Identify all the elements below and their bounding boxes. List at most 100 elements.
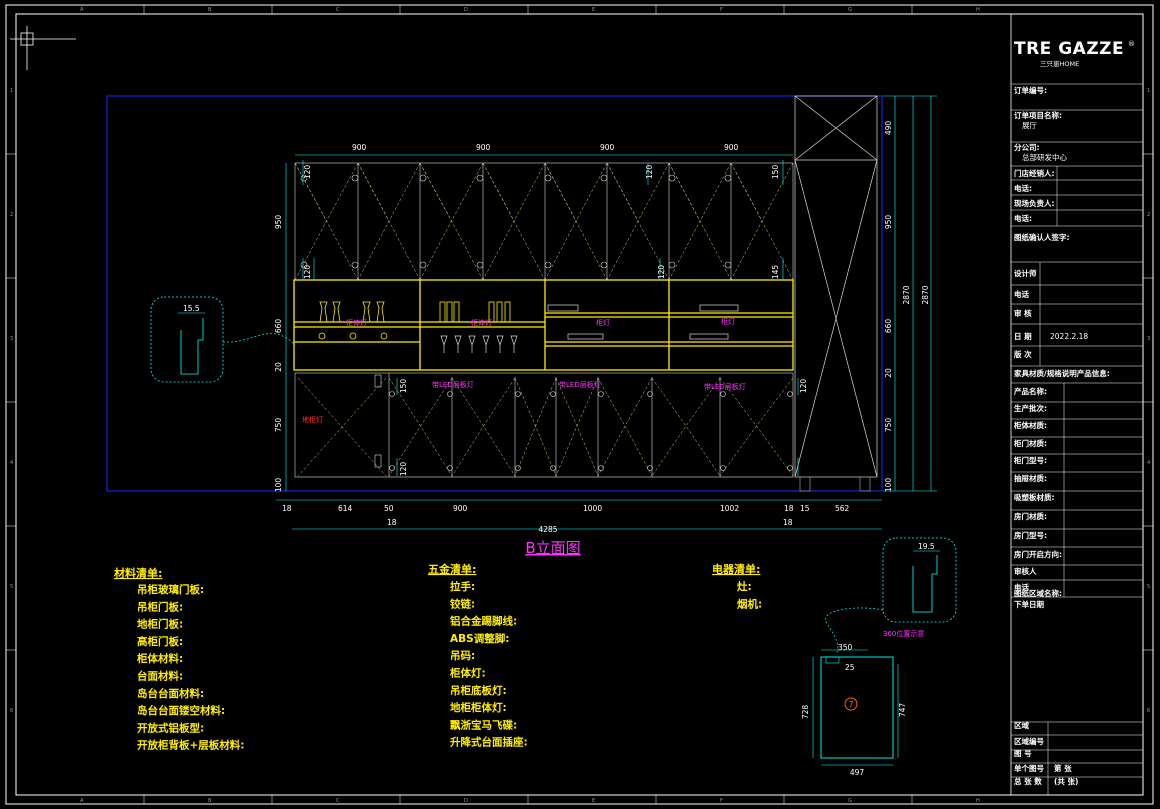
- dims-inner: 120 120 150 145 150 120: [399, 165, 808, 394]
- dim-inner-0: 120: [645, 165, 654, 180]
- title-row-label-17: 柜门材质:: [1013, 438, 1047, 448]
- footer-label-3: 单个图号: [1014, 763, 1044, 773]
- dim-left-3: 660: [274, 319, 283, 334]
- footer-label-1: 区域编号: [1014, 736, 1044, 746]
- frame-row-left-2: 3: [10, 336, 13, 342]
- material-item-9: 开放柜背板+层板材料:: [137, 739, 245, 752]
- dim-bottom-3: 900: [453, 504, 468, 513]
- title-row-label-2: 分公司:: [1014, 142, 1040, 152]
- material-item-8: 开放式铝板型:: [137, 721, 204, 734]
- detail-left: 15.5: [150, 296, 296, 383]
- title-row-label-23: 房门开启方向:: [1014, 549, 1062, 559]
- footer-label-0: 区域: [1014, 720, 1030, 730]
- dim-bottom-7: 15: [800, 504, 810, 513]
- hardware-item-2: 铝合金踢脚线:: [450, 615, 517, 628]
- title-row-value-2: 总部研发中心: [1022, 152, 1067, 162]
- cabinet-light-label-4: 柜灯: [721, 317, 735, 326]
- frame-row-left-4: 5: [10, 584, 13, 590]
- detail-right-dim: 19.5: [918, 542, 935, 551]
- frame-col-top-4: E: [592, 7, 595, 13]
- door-handles: [300, 174, 793, 471]
- title-row-label-13: 家具材质/规格说明产品信息:: [1014, 368, 1110, 378]
- appliance-item-0: 灶:: [737, 580, 752, 593]
- dim-top-1: 900: [476, 143, 491, 152]
- title-row-label-22: 房门型号:: [1014, 530, 1047, 540]
- dim-inner-5: 120: [799, 379, 808, 394]
- cabinet-light-label-2: 柜体灯: [471, 318, 492, 327]
- title-row-label-14: 产品名称:: [1014, 386, 1047, 396]
- footer-value-4: (共 张): [1054, 776, 1078, 786]
- footer-label-2: 图 号: [1014, 749, 1032, 758]
- title-row-label-0: 订单编号:: [1014, 85, 1047, 95]
- led-strip-label-3: 带LED层板灯: [704, 382, 746, 391]
- island-dim-right: 747: [898, 703, 907, 718]
- upper-door-diagonals: [294, 162, 794, 281]
- lower-door-diagonals: [297, 377, 794, 477]
- dim-inner-4: 150: [399, 379, 408, 394]
- ucs-crosshair-icon[interactable]: [10, 26, 76, 70]
- frame-col-top-3: D: [464, 7, 468, 13]
- dim-inner-1: 120: [657, 265, 666, 280]
- dim-bottom-8: 562: [835, 504, 850, 513]
- detail-left-dim: 15.5: [183, 304, 200, 313]
- dim-inner-3: 145: [771, 265, 780, 280]
- frame-row-right-1: 2: [1147, 212, 1150, 218]
- hardware-item-4: 吊码:: [450, 650, 475, 662]
- lower-cabinets: [294, 372, 794, 478]
- dim-left-5: 750: [274, 418, 283, 433]
- wine-bottles: [318, 301, 511, 340]
- title-row-label-12: 版 次: [1013, 349, 1032, 359]
- island-plan: 350 25 728 747 497 7: [801, 643, 907, 777]
- dim-right-1: 950: [884, 215, 893, 230]
- material-item-4: 柜体材料:: [136, 652, 183, 665]
- dim-right-total-0: 2870: [902, 285, 911, 304]
- frame-col-top-6: G: [848, 7, 852, 13]
- frame-col-top-2: C: [336, 7, 340, 13]
- island-dim-inner: 25: [845, 663, 855, 672]
- base-light-label: 地柜灯: [302, 415, 323, 424]
- frame-row-left-0: 1: [10, 88, 13, 94]
- material-item-3: 高柜门板:: [137, 635, 183, 648]
- footer-value-3: 第 张: [1054, 763, 1072, 773]
- brand-sub: 三只崽HOME: [1040, 60, 1079, 68]
- frame-col-top-0: A: [80, 7, 84, 13]
- dim-inner-2: 150: [771, 165, 780, 180]
- title-block: TRE GAZZE ® 三只崽HOME 订单编号:订单项目名称:展厅分公司:总部…: [1010, 13, 1144, 796]
- dim-left-4: 20: [274, 362, 283, 372]
- dim-bottom-0: 18: [282, 504, 292, 513]
- title-row-label-4: 电话:: [1014, 183, 1032, 193]
- dim-bottom-6: 18: [784, 504, 794, 513]
- material-item-0: 吊柜玻璃门板:: [137, 583, 204, 596]
- dim-bottom-sub-1: 18: [783, 518, 793, 527]
- material-item-2: 地柜门板:: [137, 618, 183, 631]
- cabinet-light-label-3: 柜灯: [596, 318, 610, 327]
- frame-row-right-5: 6: [1147, 708, 1150, 714]
- dim-top-3: 900: [724, 143, 739, 152]
- footer-label-4: 总 张 数: [1014, 776, 1042, 786]
- dim-right-2: 660: [884, 319, 893, 334]
- frame-row-right-4: 5: [1147, 584, 1150, 590]
- frame-row-left-1: 2: [10, 212, 13, 218]
- material-item-6: 岛台台面材料:: [137, 687, 204, 700]
- material-item-7: 岛台台面镂空材料:: [137, 704, 225, 717]
- dim-bottom-1: 614: [338, 504, 353, 513]
- dim-left-0: 950: [274, 215, 283, 230]
- dim-bottom-sub-0: 18: [387, 518, 397, 527]
- registered-mark: ®: [1128, 40, 1135, 48]
- appliance-item-1: 烟机:: [737, 597, 762, 610]
- title-row-label-9: 电话: [1014, 289, 1030, 299]
- dim-right-3: 20: [884, 368, 893, 378]
- cabinet-light-label-1: 柜体灯: [346, 318, 367, 327]
- title-row-label-27: 图纸区域名称:: [1014, 588, 1062, 598]
- hardware-item-5: 柜体灯:: [449, 667, 486, 680]
- frame-col-bottom-1: B: [208, 798, 212, 804]
- frame-col-bottom-4: E: [592, 798, 595, 804]
- frame-col-top-5: F: [720, 7, 723, 13]
- frame-col-bottom-3: D: [464, 798, 468, 804]
- island-dim-top: 350: [838, 643, 853, 652]
- title-row-label-26: 下单日期: [1014, 599, 1044, 609]
